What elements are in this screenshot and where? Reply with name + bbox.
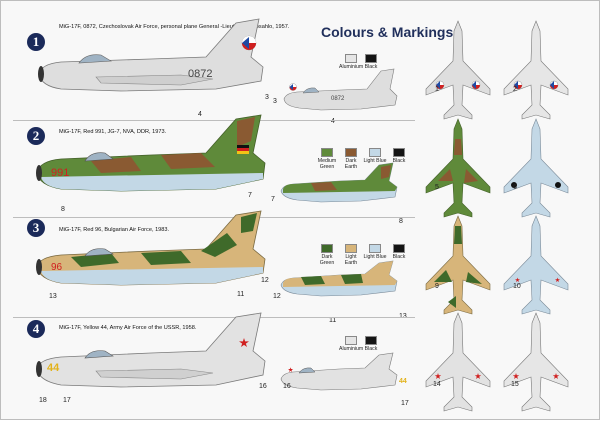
callout: 12: [273, 293, 281, 300]
profile-caption: MiG-17F, Red 991, JG-7, NVA, DDR, 1973.: [59, 129, 167, 135]
colour-swatch-label: Aluminium: [339, 346, 364, 352]
callout: 11: [329, 317, 337, 324]
colour-swatch-label: Aluminium: [339, 64, 364, 70]
callout: 16: [259, 383, 267, 390]
callout: 11: [237, 291, 245, 298]
colour-swatch-label: Black: [364, 346, 378, 352]
colour-swatch-label: Light Blue: [363, 158, 387, 164]
colour-swatch: [345, 244, 357, 253]
serial-number-small: 44: [399, 378, 407, 385]
colour-swatch: [345, 54, 357, 63]
callout: 8: [61, 206, 65, 213]
colour-swatch: [393, 244, 405, 253]
plan-view-label: 1: [435, 86, 439, 93]
serial-number: 96: [51, 262, 63, 273]
section-divider: [13, 317, 415, 318]
profile-badge: 4: [27, 320, 45, 338]
callout: 8: [399, 218, 403, 225]
callout: 18: [39, 397, 47, 404]
colour-swatch: [345, 148, 357, 157]
callout: 12: [261, 277, 269, 284]
profile-caption: MiG-17F, Yellow 44, Army Air Force of th…: [59, 325, 197, 331]
callout: 4: [198, 111, 202, 118]
profile-badge: 1: [27, 33, 45, 51]
colour-swatch: [321, 244, 333, 253]
callout: 3: [273, 98, 277, 105]
callout: 17: [63, 397, 71, 404]
colour-swatch-label: Light Earth: [344, 254, 358, 266]
plan-view-label: 2: [513, 86, 517, 93]
profile-badge: 3: [27, 219, 45, 237]
plan-view-label: 10: [513, 283, 521, 290]
callout: 17: [401, 400, 409, 407]
plan-view-label: 6: [513, 184, 517, 191]
callout: 13: [399, 313, 407, 320]
colour-swatch-label: Medium Green: [317, 158, 337, 170]
colour-swatch-label: Black: [392, 254, 406, 260]
serial-number: 44: [47, 362, 60, 374]
serial-number-small: 0872: [331, 96, 345, 102]
section-divider: [13, 217, 415, 218]
colour-swatch: [369, 244, 381, 253]
profile-caption: MiG-17F, Red 96, Bulgarian Air Force, 19…: [59, 227, 170, 233]
colour-swatch: [365, 54, 377, 63]
profile-caption: MiG-17F, 0872, Czechoslovak Air Force, p…: [59, 24, 290, 30]
colour-swatch: [369, 148, 381, 157]
serial-number: 0872: [188, 68, 213, 80]
colour-swatch-label: Black: [364, 64, 378, 70]
callout: 3: [265, 94, 269, 101]
colours-markings-heading: Colours & Markings: [321, 24, 454, 40]
callout: 16: [283, 383, 291, 390]
colour-swatch: [321, 148, 333, 157]
colour-swatch-label: Dark Green: [319, 254, 335, 266]
plan-view-label: 15: [511, 381, 519, 388]
section-divider: [13, 120, 415, 121]
colour-swatch: [393, 148, 405, 157]
colour-swatch-label: Dark Earth: [344, 158, 358, 170]
callout: 13: [49, 293, 57, 300]
plan-view-label: 9: [435, 283, 439, 290]
colour-swatch-label: Black: [392, 158, 406, 164]
callout: 7: [271, 196, 275, 203]
serial-number: 991: [51, 167, 70, 179]
colour-swatch: [365, 336, 377, 345]
plan-view-label: 5: [435, 184, 439, 191]
profile-badge: 2: [27, 127, 45, 145]
callout: 7: [248, 192, 252, 199]
colour-swatch: [345, 336, 357, 345]
callout: 4: [331, 118, 335, 125]
colour-swatch-label: Light Blue: [363, 254, 387, 260]
plan-view-label: 14: [433, 381, 441, 388]
